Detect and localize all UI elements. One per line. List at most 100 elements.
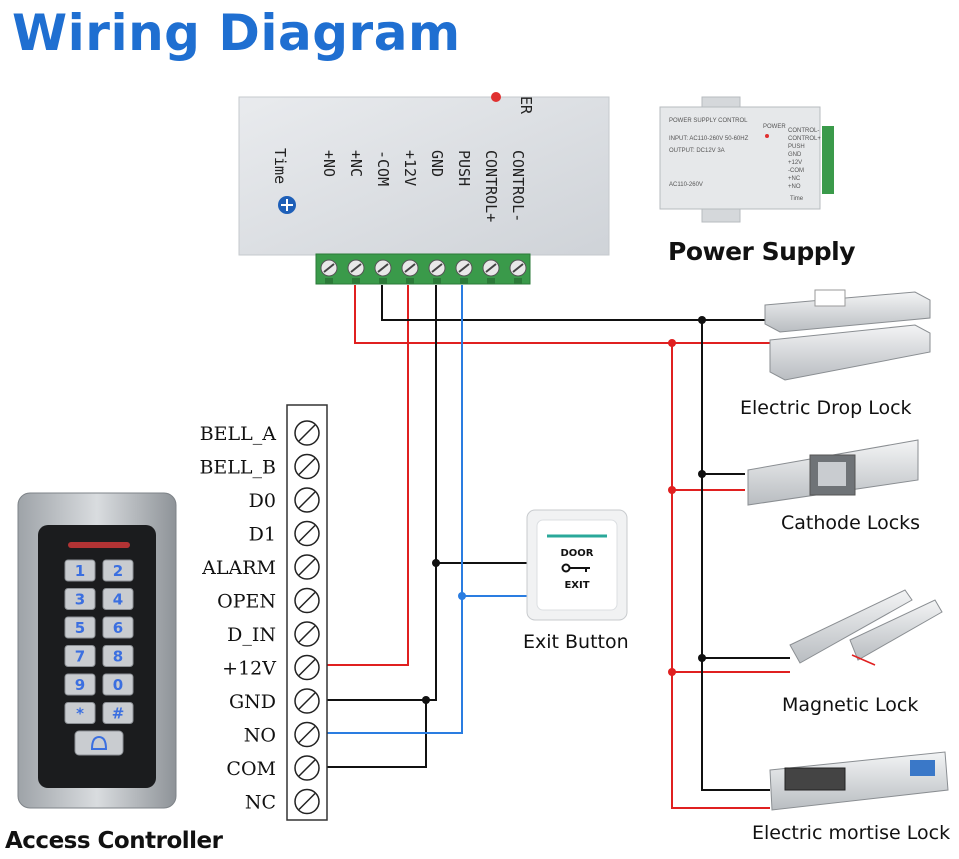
keypad-key-label: 2 (113, 562, 123, 580)
photo-terminal-label: PUSH (788, 144, 805, 150)
keypad-key (64, 559, 96, 582)
photo-power-label: POWER (763, 124, 786, 130)
doorbell-key (74, 730, 124, 756)
photo-output: OUTPUT: DC12V 3A (669, 148, 725, 154)
screw-slot (298, 692, 316, 710)
keypad-key (64, 673, 96, 696)
keypad-key (102, 645, 134, 667)
keypad-key (102, 588, 134, 610)
screw-slot (298, 792, 316, 811)
keypad-key-label: 8 (113, 648, 123, 666)
key-icon (561, 563, 590, 573)
photo-input: INPUT: AC110-260V 50-60HZ (669, 136, 749, 142)
power-supply-caption: Power Supply (668, 237, 856, 266)
controller-terminal-label: +12V (222, 658, 276, 680)
screw-slot (298, 524, 316, 543)
photo-terminal-label: CONTROL+ (788, 136, 821, 142)
photo-terminal-label: +NO (788, 184, 801, 190)
drop-lock-caption: Electric Drop Lock (740, 397, 912, 419)
screw-slot (298, 759, 316, 777)
photo-terminal-label: GND (788, 152, 802, 158)
keypad-key (64, 645, 96, 667)
psu-time-label: Time (271, 148, 289, 184)
exit-button-device: DOOR EXIT (526, 509, 628, 621)
cathode-lock (747, 439, 919, 506)
controller-terminal-label: COM (226, 758, 276, 780)
time-adjust-icon (278, 196, 296, 214)
exit-button-caption: Exit Button (523, 631, 629, 653)
keypad-key-label: # (112, 705, 125, 723)
screw-slot (298, 725, 316, 744)
status-led (68, 542, 130, 548)
electric-drop-lock (764, 289, 931, 381)
controller-terminal-label: NC (245, 792, 276, 814)
wire-black-lock-bus (701, 320, 770, 791)
photo-terminal-block (822, 126, 834, 194)
screw-slot (298, 558, 316, 576)
magnetic-lock (789, 589, 943, 666)
keypad-key (64, 702, 96, 724)
exit-button-exit-text: EXIT (564, 580, 589, 591)
keypad-key-label: 0 (113, 676, 123, 694)
controller-terminal-strip: BELL_ABELL_BD0D1ALARMOPEND_IN+12VGNDNOCO… (199, 404, 328, 821)
screw-slot (323, 263, 335, 273)
photo-terminal-label: -COM (788, 168, 804, 174)
wire-red-psu-nc (354, 285, 770, 344)
keypad-key-label: 1 (75, 562, 85, 580)
keypad-key (64, 616, 96, 639)
screw-slot (298, 658, 316, 677)
wire-junctions (422, 316, 706, 704)
psu-terminal-label: -COM (374, 150, 392, 186)
psu-top-edge-label: ER (517, 96, 535, 115)
keypad-key-label: 7 (75, 648, 85, 666)
controller-terminal-label: ALARM (201, 557, 276, 579)
bell-icon (90, 735, 108, 750)
terminal-pin (379, 278, 387, 284)
screw-slot (458, 263, 470, 273)
controller-terminal-label: D1 (249, 524, 276, 546)
screw-slot (298, 491, 316, 509)
psu-terminal-label: +12V (401, 150, 419, 186)
controller-terminal-label: D_IN (227, 624, 276, 646)
screw-slot (298, 625, 316, 643)
controller-terminal-label: NO (244, 725, 276, 747)
psu-terminal-label: CONTROL+ (482, 150, 500, 222)
wire-red-psu-12v (326, 285, 409, 666)
keypad-key-label: 9 (75, 676, 85, 694)
keypad-key (102, 616, 134, 639)
terminal-pin (487, 278, 495, 284)
keypad-key (102, 673, 134, 696)
terminal-pin (433, 278, 441, 284)
psu-terminal-label: +NC (347, 150, 365, 177)
screw-slot (350, 263, 362, 273)
photo-terminal-label: +NC (788, 176, 801, 182)
screw-slot (404, 263, 416, 273)
photo-voltage: AC110-260V (669, 182, 703, 188)
keypad-key-label: * (76, 705, 84, 723)
terminal-pin (460, 278, 468, 284)
wire-blue-push (326, 285, 463, 734)
electric-mortise-lock (769, 751, 949, 811)
screw-slot (298, 424, 316, 442)
wire-red-lock-bus (671, 343, 770, 809)
keypad-key-label: 6 (113, 619, 123, 637)
terminal-pin (406, 278, 414, 284)
controller-terminal-label: BELL_A (200, 423, 277, 445)
terminal-pin (352, 278, 360, 284)
screw-slot (298, 591, 316, 610)
keypad-key (102, 559, 134, 582)
power-supply-photo: POWER SUPPLY CONTROL INPUT: AC110-260V 5… (659, 96, 834, 223)
keypad-key-label: 4 (113, 591, 123, 609)
controller-terminal-label: GND (229, 691, 276, 713)
psu-terminal-label: GND (428, 150, 446, 177)
photo-terminal-label: CONTROL- (788, 128, 819, 134)
wire-black-controller-com (326, 700, 427, 768)
terminal-pin (325, 278, 333, 284)
photo-header: POWER SUPPLY CONTROL (669, 118, 748, 124)
psu-terminal-label: CONTROL- (509, 150, 527, 222)
screw-slot (298, 457, 316, 476)
keypad-key (102, 702, 134, 724)
screw-slot (431, 263, 443, 273)
